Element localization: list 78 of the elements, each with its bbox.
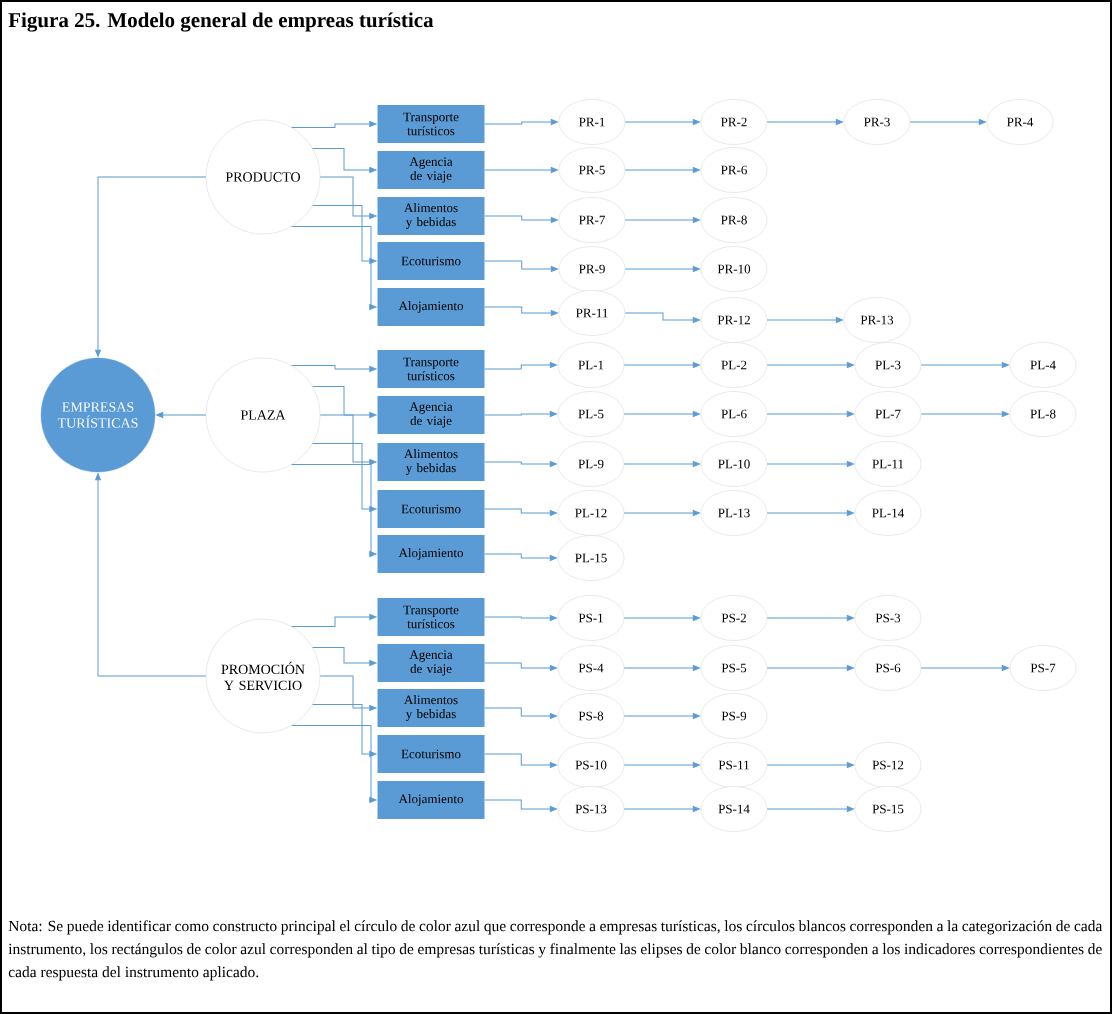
arrow [766,615,854,621]
type-box: Alojamiento [377,781,485,819]
type-box: Alimentos y bebidas [377,689,485,727]
arrow [312,385,377,418]
type-box: Transporte turísticos [377,105,485,143]
arrow [156,412,207,418]
arrow [484,215,558,223]
title: Figura 25. Modelo general de empreas turística [8,12,434,32]
type-box: Alimentos y bebidas [377,197,485,235]
arrow [766,665,854,671]
arrow [766,762,854,768]
arrow [95,176,207,357]
note-text: Nota: Se puede identificar como constructo principal el círculo de color azul que corresponde a empresas turísticas, los círculos blancos corresponden a la categorización de cada instrumento, los rectángulos de color azul corresponden al tipo de empresas turísticas y finalmente las elipses de color blanco corresponden a los indicadores correspondientes de cada respuesta del instrumento aplicado. [8,920,1103,981]
arrow [623,362,700,368]
arrow [291,725,377,803]
arrow [484,306,558,316]
arrow [766,411,854,417]
arrow [623,461,700,467]
arrow [312,443,377,512]
type-box: Ecoturismo [377,490,485,528]
arrow [484,553,557,561]
arrow [623,510,700,516]
type-box: Agencia de viaje [377,644,485,682]
arrow [484,662,557,671]
type-box: Alojamiento [377,535,485,573]
arrow [484,411,557,417]
arrow [484,753,557,768]
arrow [624,266,700,272]
arrow [766,461,854,467]
arrow [484,461,557,467]
arrow [920,411,1009,417]
arrow [920,665,1009,671]
type-box: Agencia de viaje [377,396,485,434]
arrow [484,508,557,516]
arrow [484,119,558,125]
arrow [623,713,700,719]
arrow [484,615,557,621]
arrow [484,707,557,719]
type-box: Transporte turísticos [377,598,485,636]
arrow [766,806,854,812]
arrow [319,414,377,465]
type-box: Ecoturismo [377,242,485,280]
type-box: Alimentos y bebidas [377,443,485,481]
arrow [920,362,1009,368]
arrow [312,205,377,264]
arrow [624,167,700,173]
type-box: Agencia de viaje [377,151,485,189]
arrow [484,799,557,812]
arrow [766,362,854,368]
arrow [312,147,377,173]
arrow [319,675,377,711]
arrow [623,615,700,621]
arrow [623,411,700,417]
arrow [291,226,377,310]
arrow [291,464,377,557]
arrow [766,510,854,516]
arrow [291,364,377,372]
arrow [766,119,843,125]
arrow [291,121,377,128]
arrow [312,704,377,757]
arrow [624,312,700,323]
arrow [623,806,700,812]
arrow [484,260,558,272]
type-box: Transporte turísticos [377,350,485,388]
arrow [484,167,558,173]
arrow [623,762,700,768]
arrow [766,317,843,323]
arrow [291,614,377,627]
arrow [312,646,377,666]
type-box: Alojamiento [377,288,485,326]
arrow [623,665,700,671]
arrow [95,473,207,677]
type-box: Ecoturismo [377,735,485,773]
arrow [909,119,986,125]
arrow [624,119,700,125]
arrow [319,176,377,219]
arrow [624,217,700,223]
arrow [484,362,557,370]
